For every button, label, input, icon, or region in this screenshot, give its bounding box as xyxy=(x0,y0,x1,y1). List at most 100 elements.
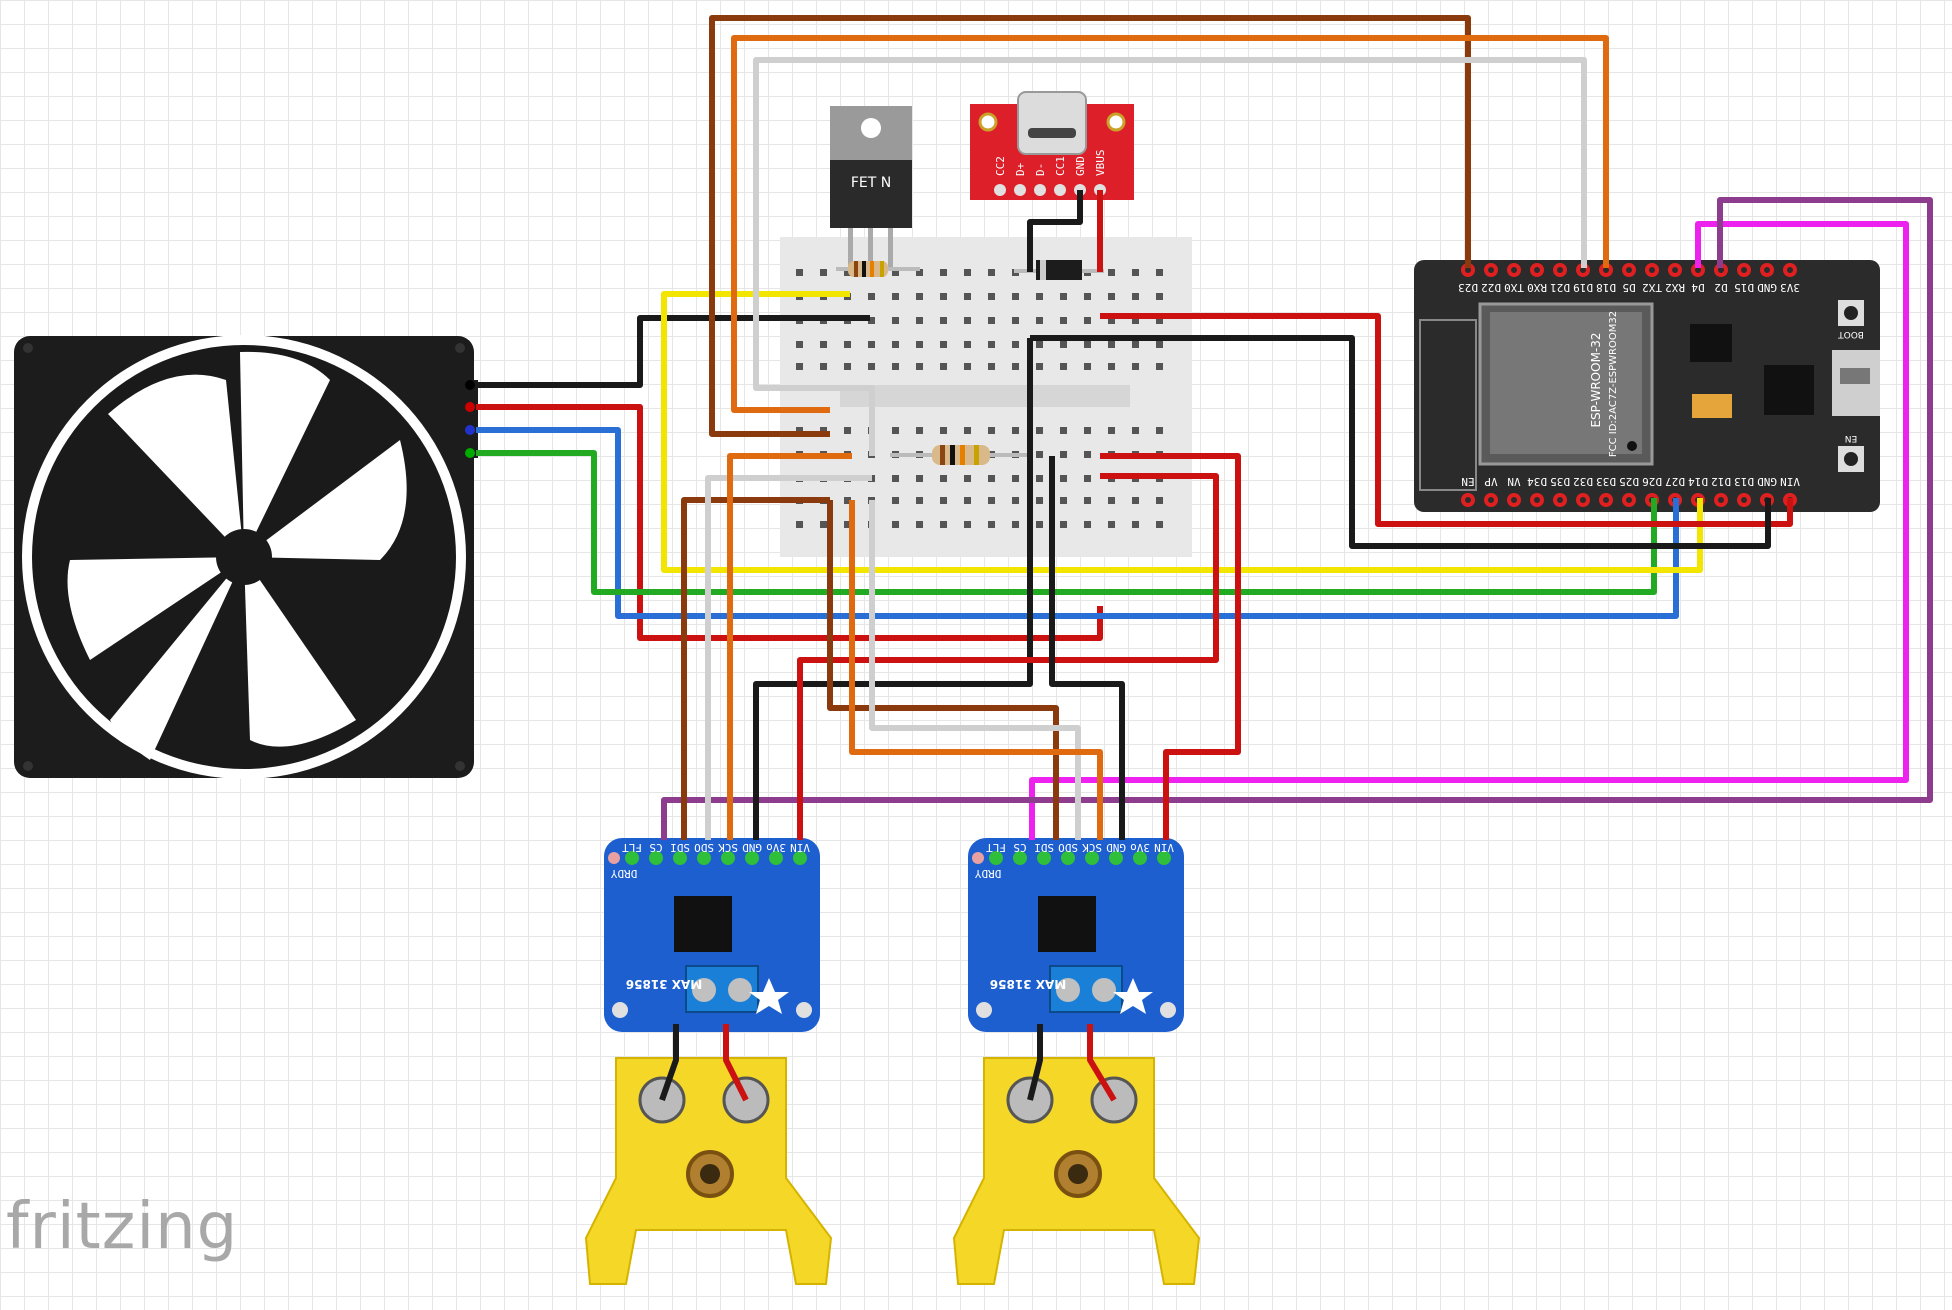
esp32-pin-label: VIN xyxy=(1780,475,1800,488)
esp32-pin-hole xyxy=(1488,267,1494,273)
max31856-pin-label: FLT xyxy=(986,841,1006,854)
breadboard-hole xyxy=(1036,497,1043,504)
esp32-pin-label: D33 xyxy=(1596,475,1616,488)
breadboard-hole xyxy=(1060,451,1067,458)
wires xyxy=(476,15,1933,1102)
esp32-pin-hole xyxy=(1649,267,1655,273)
breadboard-hole xyxy=(820,269,827,276)
mosfet: FET N xyxy=(830,106,912,268)
breadboard-hole xyxy=(820,341,827,348)
breadboard-hole xyxy=(1108,497,1115,504)
wire-usbc-gnd xyxy=(1027,190,1083,272)
breadboard-hole xyxy=(1060,427,1067,434)
wire-orange-s1 xyxy=(727,453,852,840)
breadboard-hole xyxy=(844,497,851,504)
breadboard-hole xyxy=(1012,317,1019,324)
wire-magenta xyxy=(1029,221,1909,840)
esp32-pin-hole xyxy=(1626,497,1632,503)
breadboard-hole xyxy=(1132,341,1139,348)
breadboard-hole xyxy=(964,497,971,504)
max31856-pin-label: SCK xyxy=(1082,841,1102,854)
esp32-pin-label: D25 xyxy=(1619,475,1639,488)
max31856-pin-label: VIN xyxy=(1154,841,1174,854)
breadboard-hole xyxy=(1156,521,1163,528)
esp32-pin-hole xyxy=(1557,267,1563,273)
max31856-pin-label: DRDY xyxy=(974,867,1001,880)
usbc-pin-label: CC1 xyxy=(1054,156,1067,176)
breadboard-hole xyxy=(892,521,899,528)
esp32-pin-label: RX0 xyxy=(1527,281,1547,294)
breadboard-hole xyxy=(1108,427,1115,434)
esp32-pin-label: D21 xyxy=(1550,281,1570,294)
breadboard-hole xyxy=(1132,293,1139,300)
max31856-pin xyxy=(1013,851,1027,865)
usbc-pin xyxy=(1014,184,1026,196)
breadboard-hole xyxy=(1084,317,1091,324)
max31856-pin xyxy=(1133,851,1147,865)
breadboard-hole xyxy=(868,341,875,348)
breadboard-hole xyxy=(1108,317,1115,324)
breadboard-hole xyxy=(916,521,923,528)
breadboard-hole xyxy=(1132,427,1139,434)
breadboard-hole xyxy=(844,341,851,348)
max31856-pin-label: 3Vo xyxy=(766,841,786,854)
max31856-pin-label: FLT xyxy=(622,841,642,854)
wire-purple xyxy=(661,197,1933,840)
max31856-pin-label: SCK xyxy=(718,841,738,854)
breadboard-hole xyxy=(892,363,899,370)
fritzing-logo: fritzing xyxy=(6,1190,239,1264)
max31856-pin xyxy=(1157,851,1171,865)
breadboard-hole xyxy=(988,341,995,348)
breadboard-hole xyxy=(988,497,995,504)
lead-tc2-red xyxy=(1087,1024,1117,1102)
esp32-pin-hole xyxy=(1626,267,1632,273)
breadboard-hole xyxy=(892,293,899,300)
breadboard-hole xyxy=(892,475,899,482)
breadboard-hole xyxy=(1036,451,1043,458)
breadboard-hole xyxy=(796,427,803,434)
wire-orange-s2 xyxy=(849,500,1103,840)
wire-brown-s2 xyxy=(827,500,1059,840)
breadboard-hole xyxy=(796,521,803,528)
breadboard-hole xyxy=(1156,317,1163,324)
max31856-pin xyxy=(697,851,711,865)
breadboard-hole xyxy=(868,317,875,324)
usbc-pin xyxy=(1034,184,1046,196)
esp32-pin-hole xyxy=(1534,497,1540,503)
breadboard-hole xyxy=(1132,497,1139,504)
breadboard-hole xyxy=(1060,317,1067,324)
breadboard-hole xyxy=(940,363,947,370)
thermocouple-connector-2 xyxy=(952,1057,1201,1285)
breadboard-hole xyxy=(964,521,971,528)
breadboard-hole xyxy=(1132,317,1139,324)
max31856-pin xyxy=(745,851,759,865)
breadboard-hole xyxy=(1012,427,1019,434)
esp32-pin-hole xyxy=(1465,267,1471,273)
esp32-pin-hole xyxy=(1695,267,1701,273)
esp32-pin-label: VN xyxy=(1507,475,1520,488)
breadboard-hole xyxy=(796,269,803,276)
breadboard-hole xyxy=(964,363,971,370)
max31856-pin-label: SDI xyxy=(1034,841,1054,854)
breadboard-hole xyxy=(1108,293,1115,300)
max31856-pin-label: SDI xyxy=(670,841,690,854)
max31856-pin-label: SDO xyxy=(1058,841,1078,854)
diode xyxy=(1014,260,1104,280)
esp32-pin-label: D12 xyxy=(1711,475,1731,488)
breadboard-hole xyxy=(892,269,899,276)
max31856-pin xyxy=(1109,851,1123,865)
breadboard-hole xyxy=(844,521,851,528)
max31856-pin xyxy=(989,851,1003,865)
usbc-pin-label: D+ xyxy=(1014,162,1027,176)
wire-white-s2 xyxy=(869,500,1081,840)
breadboard-hole xyxy=(1060,293,1067,300)
esp32-pin-label: D35 xyxy=(1550,475,1570,488)
esp32-module-text: ESP-WROOM-32 xyxy=(1589,332,1603,427)
max31856-chip-label-2: MAX 31856 xyxy=(990,977,1066,991)
breadboard-hole xyxy=(1132,521,1139,528)
breadboard-hole xyxy=(892,341,899,348)
esp32-pin-label: TX2 xyxy=(1642,281,1662,294)
breadboard-hole xyxy=(1156,269,1163,276)
boot-label: BOOT xyxy=(1838,329,1864,339)
breadboard-hole xyxy=(1036,427,1043,434)
